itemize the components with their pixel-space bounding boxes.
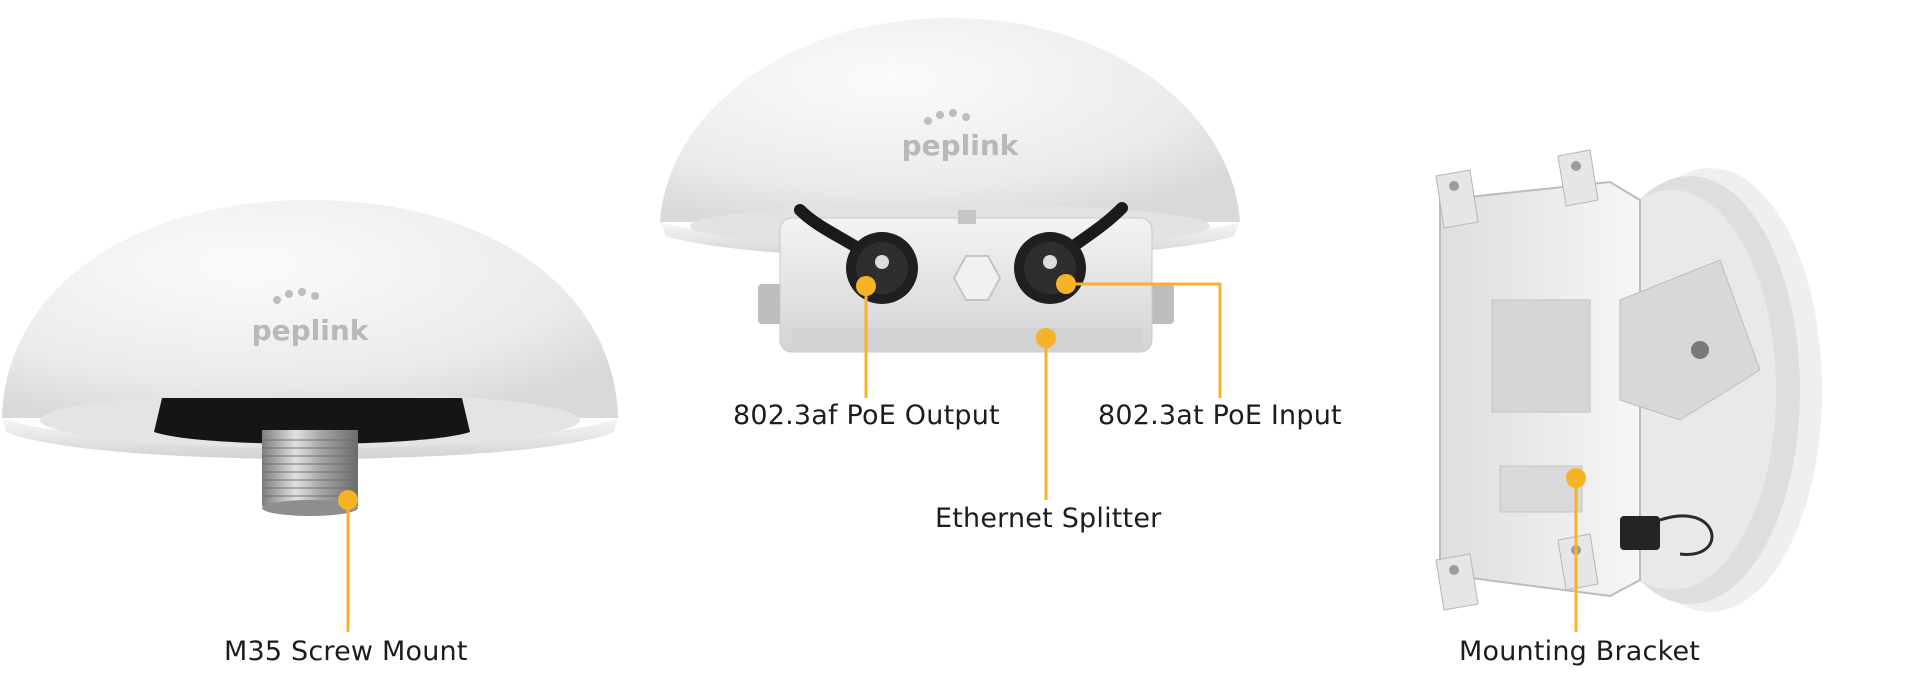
- callout-dots: [338, 274, 1586, 510]
- dome-side-with-mounting-bracket: [1435, 149, 1822, 612]
- svg-text:peplink: peplink: [252, 314, 370, 347]
- dome-with-screw-mount: peplink: [2, 200, 618, 516]
- callout-dot-poe-input: [1056, 274, 1076, 294]
- peplink-logo: peplink: [252, 288, 370, 347]
- dome-with-ethernet-splitter: peplink: [660, 18, 1240, 353]
- callout-dot-poe-output: [856, 276, 876, 296]
- callout-lines: [346, 282, 1578, 632]
- callout-dot-mounting-bracket: [1566, 468, 1586, 488]
- callout-dot-ethernet-splitter: [1036, 328, 1056, 348]
- peplink-logo-2: peplink: [902, 109, 1020, 162]
- label-m35-screw-mount: M35 Screw Mount: [224, 636, 468, 667]
- label-poe-input: 802.3at PoE Input: [1098, 400, 1342, 431]
- label-ethernet-splitter: Ethernet Splitter: [935, 503, 1162, 534]
- callout-dot-m35: [338, 490, 358, 510]
- label-poe-output: 802.3af PoE Output: [733, 400, 1000, 431]
- label-mounting-bracket: Mounting Bracket: [1459, 636, 1701, 667]
- svg-text:peplink: peplink: [902, 129, 1020, 162]
